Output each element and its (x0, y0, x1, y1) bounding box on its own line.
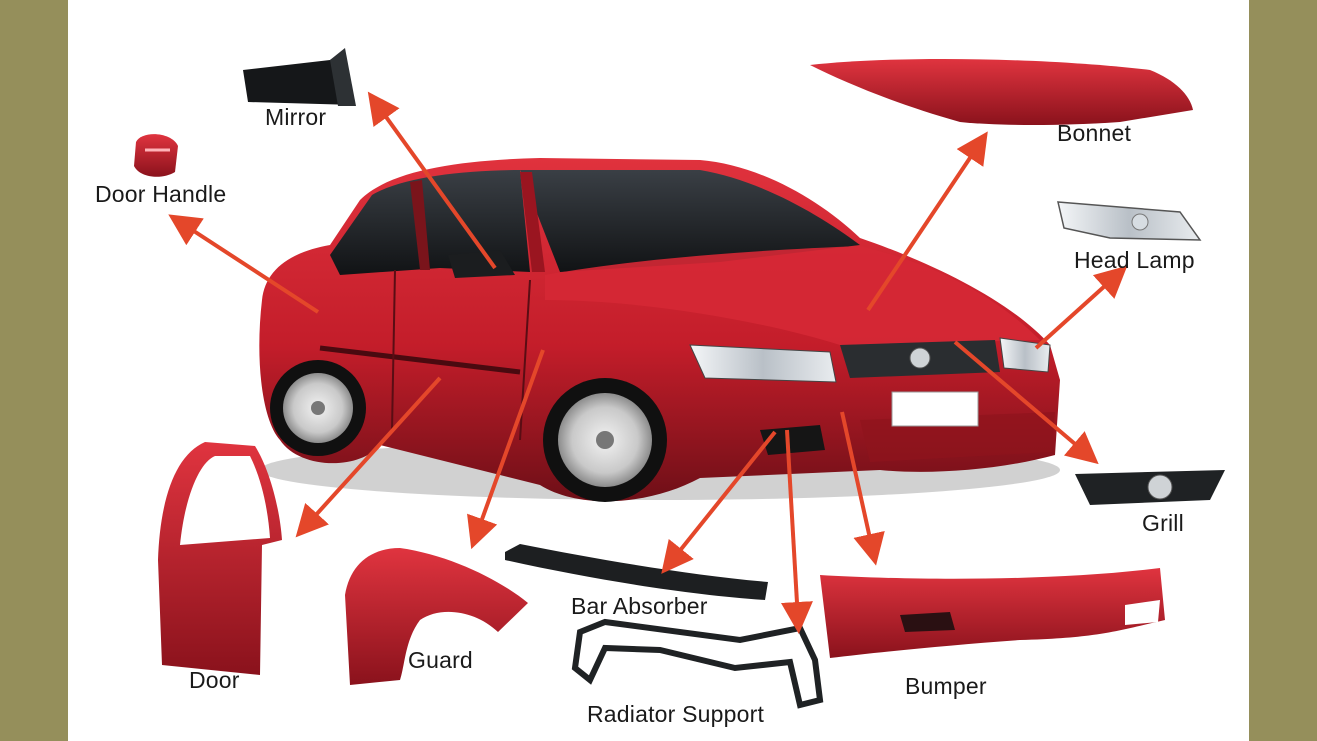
grill-part-image (1075, 470, 1225, 505)
label-bar-absorber: Bar Absorber (571, 593, 708, 619)
head-lamp-part-image (1057, 201, 1202, 241)
label-bonnet: Bonnet (1057, 120, 1132, 146)
arrow-guard (467, 349, 545, 550)
bar-absorber-part-image (505, 544, 768, 600)
arrow-bar-absorber (661, 430, 777, 574)
arrow-grill (953, 340, 1099, 465)
arrows (168, 91, 1128, 634)
bonnet-part-image (810, 58, 1193, 125)
door-part-image (158, 442, 282, 675)
label-door-handle: Door Handle (95, 181, 227, 207)
mirror-part-image (243, 48, 356, 106)
arrow-radiator-support (780, 429, 813, 634)
label-grill: Grill (1142, 510, 1184, 536)
diagram-panel: Mirror Door Handle Bonnet Head Lamp Gril… (68, 0, 1249, 741)
radiator-support-part-image (571, 618, 824, 709)
label-head-lamp: Head Lamp (1074, 247, 1195, 273)
arrow-mirror (367, 91, 497, 270)
arrow-door (295, 376, 442, 538)
label-bumper: Bumper (905, 673, 987, 699)
label-radiator-support: Radiator Support (587, 701, 765, 727)
guard-part-image (345, 548, 528, 685)
car-parts-diagram (134, 48, 1225, 709)
car-main-image (259, 158, 1060, 502)
label-mirror: Mirror (265, 104, 327, 130)
label-guard: Guard (408, 647, 473, 673)
arrow-bonnet (866, 131, 988, 312)
label-door: Door (189, 667, 240, 693)
arrow-bumper (840, 411, 885, 566)
arrow-door-handle (168, 214, 320, 314)
door-handle-part-image (134, 134, 178, 177)
bumper-part-image (820, 568, 1165, 658)
arrow-head-lamp (1034, 265, 1128, 350)
